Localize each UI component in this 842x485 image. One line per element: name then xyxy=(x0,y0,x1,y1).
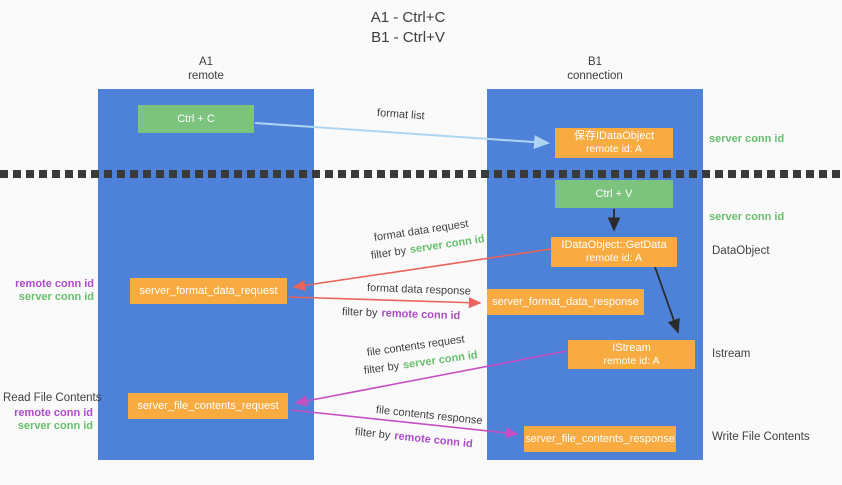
remote-conn-id-text: remote conn id xyxy=(381,307,461,323)
lane-a1-subtitle: remote xyxy=(188,70,224,82)
file-contents-response-label: file contents response xyxy=(375,404,484,428)
write-file-contents-annotation: Write File Contents xyxy=(712,431,810,443)
server-file-contents-request-label: server_file_contents_request xyxy=(137,399,279,412)
format-list-label: format list xyxy=(376,107,425,123)
server-format-data-response-node: server_format_data_response xyxy=(487,289,644,315)
server-file-contents-response-label: server_file_contents_response xyxy=(525,432,675,445)
filter-by-text: filter by xyxy=(370,244,407,262)
remote-conn-id-text: remote conn id xyxy=(393,430,474,451)
page-title: A1 - Ctrl+C B1 - Ctrl+V xyxy=(0,8,829,48)
title-line-2: B1 - Ctrl+V xyxy=(371,29,445,46)
ctrl-v-node: Ctrl + V xyxy=(555,180,673,208)
server-conn-id-annotation-mid: server conn id xyxy=(709,211,785,223)
format-data-response-label: format data response xyxy=(366,282,472,298)
left-conn-id-group-2: Read File Contents remote conn id server… xyxy=(3,392,102,433)
title-line-1: A1 - Ctrl+C xyxy=(370,9,446,26)
lane-a1-name: A1 xyxy=(198,56,214,68)
ctrl-c-label: Ctrl + C xyxy=(177,112,215,125)
server-conn-id-annotation-top: server conn id xyxy=(709,133,785,145)
session-divider-dotted-line xyxy=(0,170,842,178)
filter-by-text: filter by xyxy=(363,360,400,377)
server-file-contents-response-node: server_file_contents_response xyxy=(524,426,676,452)
server-format-data-response-label: server_format_data_response xyxy=(492,295,639,308)
ctrl-c-node: Ctrl + C xyxy=(138,105,254,133)
server-format-data-request-label: server_format_data_request xyxy=(139,284,278,297)
istream-annotation: Istream xyxy=(712,348,751,360)
server-file-contents-request-node: server_file_contents_request xyxy=(128,393,288,419)
idataobject-getdata-node: IDataObject::GetData remote id: A xyxy=(551,237,677,267)
filter-by-text: filter by xyxy=(354,426,391,442)
left-conn-id-group-1: remote conn id server conn id xyxy=(10,278,94,304)
save-idataobject-node: 保存IDataObject remote id: A xyxy=(555,128,673,158)
server-conn-id-annotation-2: server conn id xyxy=(17,420,93,432)
server-conn-id-annotation-1: server conn id xyxy=(18,291,94,303)
remote-conn-id-annotation-2: remote conn id xyxy=(14,407,93,419)
istream-node: IStream remote id: A xyxy=(568,340,695,369)
istream-line1: IStream xyxy=(612,341,651,354)
idataobject-getdata-line2: remote id: A xyxy=(585,252,643,264)
lane-b1-subtitle: connection xyxy=(567,70,623,82)
lane-b1-name: B1 xyxy=(587,56,603,68)
lane-header-b1: B1 connection xyxy=(535,55,655,83)
format-data-response-arrow xyxy=(288,296,482,309)
ctrl-v-label: Ctrl + V xyxy=(595,187,633,200)
remote-conn-id-annotation-1: remote conn id xyxy=(15,278,94,290)
istream-line2: remote id: A xyxy=(603,354,660,367)
save-idataobject-line1: 保存IDataObject xyxy=(573,130,655,142)
server-format-data-request-node: server_format_data_request xyxy=(130,278,287,304)
dataobject-annotation: DataObject xyxy=(712,245,770,257)
idataobject-getdata-line1: IDataObject::GetData xyxy=(561,239,667,251)
lane-header-a1: A1 remote xyxy=(146,55,266,83)
read-file-contents-annotation: Read File Contents xyxy=(3,392,102,404)
save-idataobject-line2: remote id: A xyxy=(585,143,643,155)
filter-by-text: filter by xyxy=(341,306,378,320)
